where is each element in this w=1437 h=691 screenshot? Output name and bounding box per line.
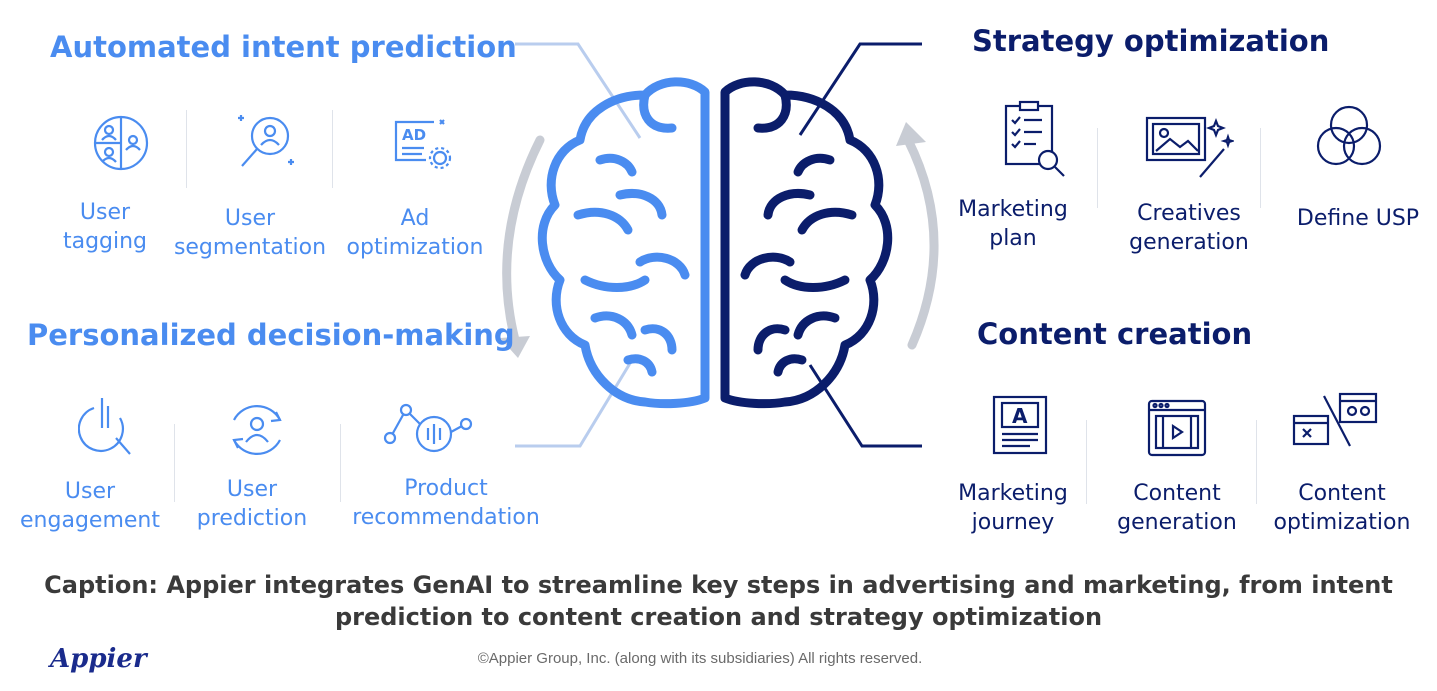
user-segmentation-icon: [238, 115, 294, 167]
decision-making-title: Personalized decision-making: [27, 318, 515, 352]
connector-content: [808, 364, 922, 448]
intent-prediction-title: Automated intent prediction: [50, 30, 517, 64]
define-usp-label: Define USP: [1296, 206, 1420, 231]
strategy-divider-2: [1260, 128, 1261, 208]
content-optimization-icon: [1292, 392, 1378, 447]
user-engagement-icon: [78, 398, 131, 455]
product-recommendation-icon: [383, 403, 473, 453]
right-cycle-arrow: [903, 135, 939, 350]
content-creation-title: Content creation: [977, 317, 1253, 351]
brain-right-hemisphere: [720, 77, 893, 409]
svg-text:A: A: [1012, 404, 1028, 428]
marketing-plan-icon: [1004, 100, 1065, 177]
creatives-generation-icon: [1145, 116, 1234, 178]
content-divider-1: [1086, 420, 1087, 504]
content-divider-2: [1256, 420, 1257, 504]
svg-text:AD: AD: [402, 126, 426, 144]
decision-divider-1: [174, 424, 175, 502]
decision-divider-2: [340, 424, 341, 502]
marketing-journey-icon: A: [992, 395, 1048, 455]
connector-decision: [515, 359, 634, 448]
left-cycle-arrowhead: [500, 336, 530, 358]
strategy-divider-1: [1097, 128, 1098, 208]
brain-left-hemisphere: [537, 77, 710, 409]
right-cycle-arrowhead: [896, 122, 926, 146]
caption: Caption: Appier integrates GenAI to stre…: [44, 571, 1393, 631]
connector-strategy: [798, 42, 922, 136]
user-prediction-icon: [232, 405, 282, 455]
define-usp-icon: [1316, 105, 1382, 166]
intent-divider-1: [186, 110, 187, 188]
ad-optimization-icon: AD: [394, 119, 452, 170]
user-tagging-icon: [93, 115, 149, 171]
content-generation-icon: [1147, 399, 1207, 457]
appier-logo: Appier: [50, 644, 147, 674]
intent-divider-2: [332, 110, 333, 188]
left-cycle-arrow: [502, 135, 545, 345]
strategy-optimization-title: Strategy optimization: [972, 24, 1330, 58]
copyright-notice: ©Appier Group, Inc. (along with its subs…: [477, 650, 923, 667]
connector-intent: [515, 42, 642, 139]
